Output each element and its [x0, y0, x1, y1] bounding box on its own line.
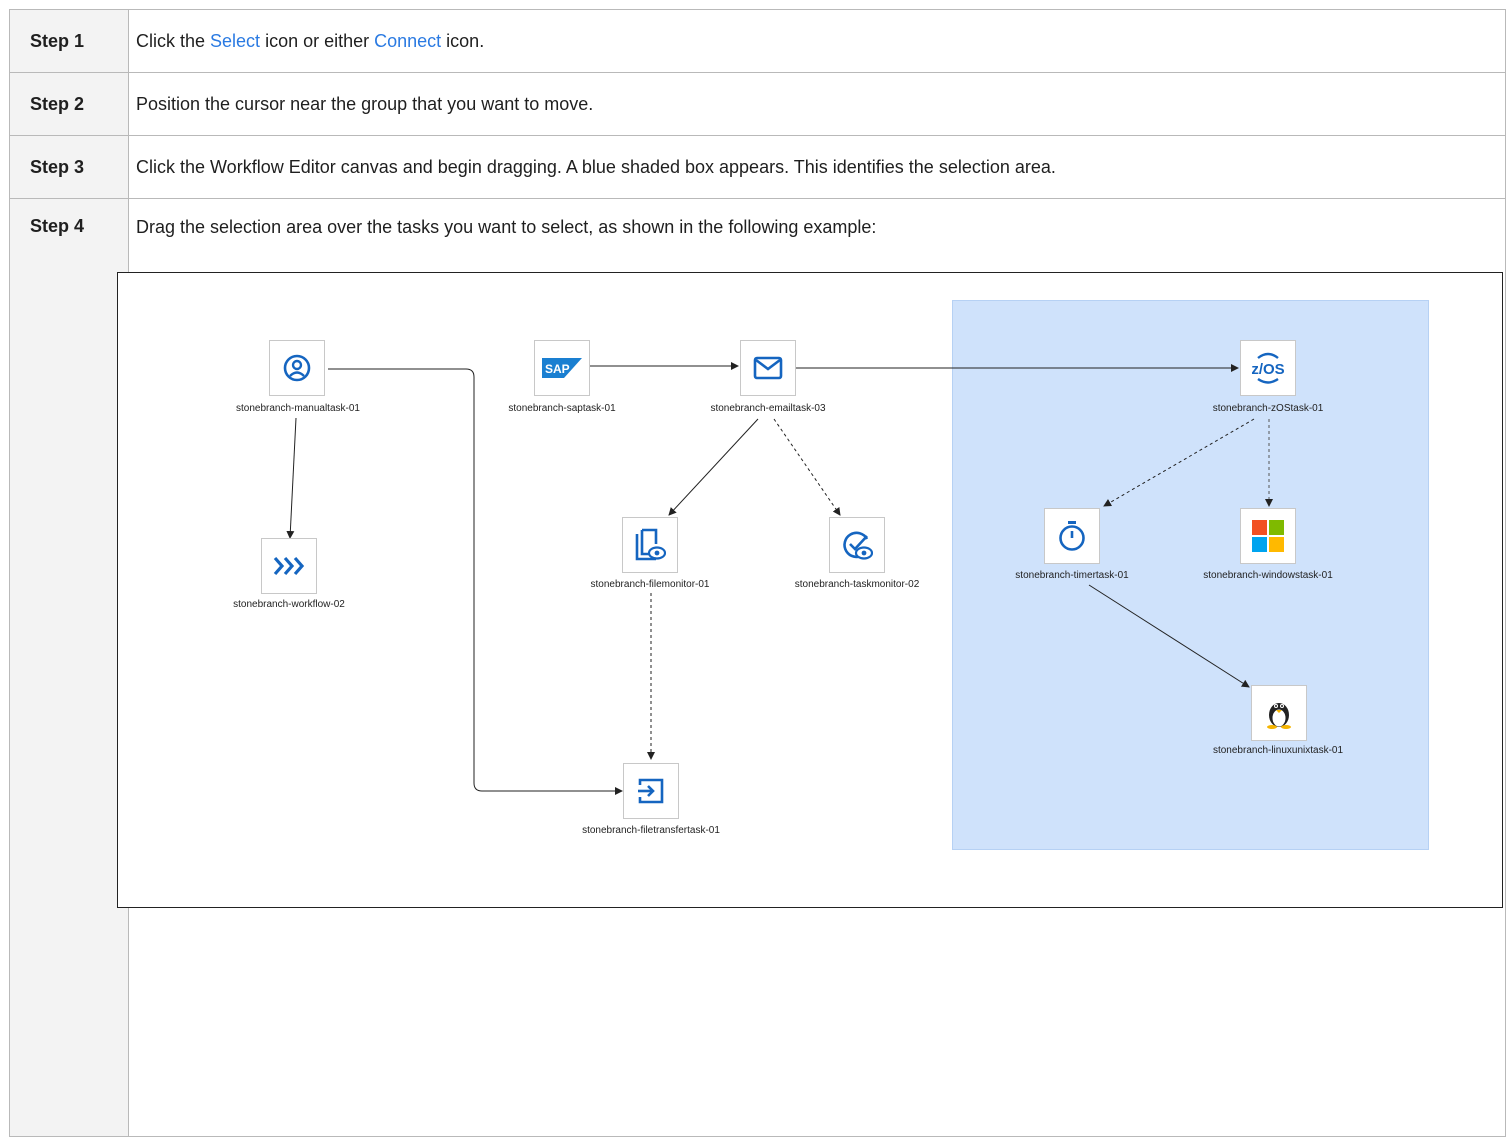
selection-area — [952, 300, 1429, 850]
node-windowstask[interactable] — [1240, 508, 1296, 564]
user-circle-icon — [283, 354, 311, 382]
file-transfer-icon — [638, 778, 664, 804]
task-monitor-icon — [843, 531, 873, 560]
node-label: stonebranch-filemonitor-01 — [590, 579, 710, 590]
step-label: Step 2 — [9, 72, 129, 136]
step-row: Step 1 Click the Select icon or either C… — [9, 9, 1506, 73]
node-timertask[interactable] — [1044, 508, 1100, 564]
node-label: stonebranch-taskmonitor-02 — [794, 579, 920, 590]
step-text-part: icon or either — [260, 30, 375, 51]
step-label: Step 3 — [9, 135, 129, 199]
edge-email-taskmonitor — [773, 418, 841, 516]
step-label: Step 4 — [9, 198, 129, 1137]
node-emailtask[interactable] — [740, 340, 796, 396]
stopwatch-icon — [1059, 521, 1085, 551]
workflow-diagram: stonebranch-manualtask-01 stonebranch-wo… — [117, 272, 1503, 908]
sap-logo-icon: SAP — [542, 358, 582, 378]
step-text: Click the Workflow Editor canvas and beg… — [128, 135, 1506, 199]
workflow-chevrons-icon — [273, 556, 305, 576]
linux-penguin-icon — [1267, 703, 1291, 729]
step-text-content: Drag the selection area over the tasks y… — [136, 217, 877, 237]
step-label-text: Step 4 — [30, 216, 85, 236]
node-label: stonebranch-windowstask-01 — [1203, 570, 1333, 581]
node-workflow[interactable] — [261, 538, 317, 594]
node-filemonitor[interactable] — [622, 517, 678, 573]
edge-timer-linux — [1088, 584, 1250, 688]
node-label: stonebranch-timertask-01 — [1015, 570, 1129, 581]
envelope-icon — [753, 356, 783, 380]
node-saptask[interactable]: SAP — [534, 340, 590, 396]
node-label: stonebranch-workflow-02 — [233, 599, 345, 610]
edge-manual-filetransfer — [328, 368, 623, 795]
node-filetransfer[interactable] — [623, 763, 679, 819]
svg-text:z/OS: z/OS — [1251, 361, 1284, 378]
svg-text:SAP: SAP — [545, 362, 570, 376]
node-linuxtask[interactable] — [1251, 685, 1307, 741]
node-label: stonebranch-filetransfertask-01 — [582, 825, 720, 836]
windows-logo-icon — [1252, 520, 1284, 552]
select-link[interactable]: Select — [210, 30, 261, 51]
step-text-part: icon. — [441, 30, 485, 51]
node-zostask[interactable]: z/OS — [1240, 340, 1296, 396]
edge-zos-timer — [1103, 418, 1255, 507]
step-label: Step 1 — [9, 9, 129, 73]
node-label: stonebranch-linuxunixtask-01 — [1212, 745, 1344, 756]
file-monitor-icon — [635, 528, 666, 561]
step-text-part: Click the — [136, 30, 211, 51]
edge-manual-workflow — [286, 417, 297, 539]
step-row: Step 3 Click the Workflow Editor canvas … — [9, 135, 1506, 199]
step-text: Click the Select icon or either Connect … — [128, 9, 1506, 73]
connect-link[interactable]: Connect — [374, 30, 442, 51]
node-label: stonebranch-manualtask-01 — [236, 403, 360, 414]
diagram-edges — [286, 362, 1273, 795]
zos-icon: z/OS — [1251, 352, 1285, 384]
node-label: stonebranch-zOStask-01 — [1212, 403, 1324, 414]
edge-email-filemonitor — [668, 418, 759, 516]
node-manualtask[interactable] — [269, 340, 325, 396]
step-row: Step 2 Position the cursor near the grou… — [9, 72, 1506, 136]
step-text: Position the cursor near the group that … — [128, 72, 1506, 136]
node-label: stonebranch-emailtask-03 — [710, 403, 826, 414]
node-taskmonitor[interactable] — [829, 517, 885, 573]
node-label: stonebranch-saptask-01 — [508, 403, 616, 414]
